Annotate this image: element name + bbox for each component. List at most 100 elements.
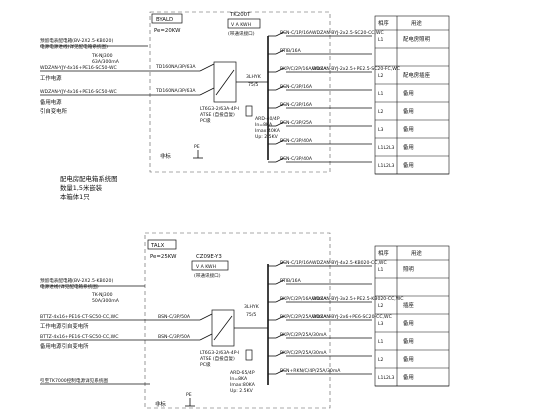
bottom-circuit-breaker-symbol [275,279,285,285]
top-pe-label: PE [194,144,200,150]
top-circuit-breaker: BSN-C/3P/25A [280,120,313,126]
bottom-table-phase: L2 [378,303,384,309]
bottom-circuit-breaker: BSN-C/1P/16A [280,260,313,266]
top-meter-note: (带通讯接口) [228,30,255,37]
top-ats-2: ATSE (自投自复) [200,111,235,118]
top-meter-box-label: TK-NJ300 [91,53,113,59]
bottom-meter-box-label: TK-NJ300 [91,292,113,298]
bottom-panel-boundary [144,232,331,409]
top-feeder-1-label: 工作电源 [40,74,62,82]
top-table-use: 备用 [403,143,414,151]
bottom-circuit-breaker-symbol [275,261,285,267]
top-circuit-breaker-symbol [275,31,285,37]
top-atse-symbol [215,69,235,96]
top-ats-3: PC级 [200,117,211,124]
top-table-phase: L1L2L3 [378,145,395,151]
top-table-use: 备用 [403,107,414,115]
bottom-ats-2: ATSE (自投自复) [200,355,235,362]
bottom-switch-2-blade [199,333,213,341]
bottom-spd-4: Up: 2.5KV [230,388,254,394]
top-table-use: 备用 [403,125,414,133]
top-table-phase: L2 [378,73,384,79]
top-meter-code: TK200T [229,12,251,18]
bottom-circuit-breaker-symbol [275,351,285,357]
top-spd-3: Imax:40KA [255,128,281,134]
top-table-use: 配电房照明 [403,35,430,43]
bottom-circuit-breaker: RKP/C/2P/25A/30mA [280,350,327,356]
top-circuit-breaker-symbol [275,139,285,145]
top-circuit-cable: WDZAN-BYJ-2x2.5+PE2.5-SC20-FC,WC [312,66,400,72]
bottom-panel-id-box [147,239,177,250]
top-ground-label: 非标 [160,152,171,160]
top-meter-unit: V A KWH [231,22,251,28]
top-circuit-breaker-symbol [275,121,285,127]
bottom-circuit-breaker-symbol [275,333,285,339]
bottom-meter-rating: 50A/300mA [92,298,120,304]
top-switch-2-blade [199,87,215,96]
top-panel-id: BYALD [156,17,173,23]
top-panel-boundary [149,11,331,173]
bottom-table-phase: L1 [378,339,384,345]
top-incoming-note-2: 电源电源进线(详见配电箱系统图) [40,43,108,50]
top-bus-label: 3LHYK [246,74,262,80]
bottom-diagram: TALX Pe=25KW CZ09E-Y3 V A KWH (带通讯接口) 预留… [40,232,450,409]
bottom-feeder-1-cable: BTTZ-4x16+PE16-CT-SC50-CC,WC [40,314,118,320]
bottom-circuit-breaker: RKP/C/2P/25A/30mA [280,332,327,338]
bottom-switch-1: BSN-C/3P/50A [158,314,191,320]
bottom-meter-unit: V A KWH [196,264,216,270]
bottom-panel-id: TALX [150,243,165,249]
bottom-bus-label-2: 75/5 [246,312,256,318]
top-feeder-2-label: 备用电源 [40,98,62,106]
bottom-table-phase: L3 [378,321,384,327]
bottom-meter-code: CZ09E-Y3 [196,254,222,260]
bottom-table-head-use: 用途 [411,249,422,257]
bottom-ground-label: 非标 [155,400,166,408]
top-circuit-breaker: BSN-C/3P/40A [280,156,313,162]
top-table-head-use: 用途 [411,19,422,27]
top-note-3: 本箱体1只 [60,192,90,201]
bottom-switch-1-blade [199,313,213,321]
bottom-atse-symbol [213,315,233,341]
bottom-switch-2: BSN-C/3P/50A [158,334,191,340]
bottom-table-use: 备用 [403,355,414,363]
top-circuit-breaker-symbol [275,67,285,73]
top-table-phase: L1L2L3 [378,163,395,169]
top-table-phase: L3 [378,127,384,133]
bottom-circuit-breaker: BSN+RKN/C/4P/25A/30mA [280,368,341,374]
bottom-incoming-note-2: 电源进线(详见配电箱系统图) [40,283,99,290]
bottom-panel-power: Pe=25KW [150,254,177,260]
bottom-meter-box [191,260,229,271]
top-meter-rating: 63A/300mA [92,59,120,65]
bottom-incoming-note-1: 预留电表配电箱(BV-2X2.5-KB020) [40,277,113,284]
top-table-use: 配电房插座 [403,71,431,79]
top-meter-box [227,18,261,29]
bottom-feeder-2-label: 备用电源引自变电所 [40,342,89,350]
top-table-head-phase: 相序 [378,19,389,27]
top-circuit-breaker-symbol [275,85,285,91]
bottom-meter-note: (带通讯接口) [194,272,221,279]
top-spd-box [245,105,253,117]
top-switch-2: TD160NA/3P/63A [155,88,196,94]
top-diagram: BYALD Pe=20KW TK200T V A KWH (带通讯接口) 预留电… [40,11,450,201]
top-spd-4: Up: 2.5KV [255,134,279,140]
bottom-circuit-breaker: RKP/C/2P/16A/30mA [280,296,327,302]
top-circuit-breaker: RKP/C/2P/16A/30mA [280,66,327,72]
bottom-table-use: 备用 [403,373,414,381]
top-circuit-breaker: BSN-C/3P/40A [280,138,313,144]
top-table-use: 备用 [403,89,414,97]
top-circuit-breaker: RTIB/16A [280,48,302,54]
top-panel-power: Pe=20KW [154,28,181,34]
bottom-circuit-breaker: RKP/C/2P/25A/30mA [280,314,327,320]
top-table-use: 备用 [403,161,414,169]
top-note-1: 配电房配电箱系统图 [60,174,118,183]
top-feeder-2-sub: 引自变电所 [40,107,68,115]
bottom-table-phase: L2 [378,357,384,363]
top-ats-1: LT6G3-2/63A-4P-I [200,106,239,112]
bottom-table-use: 照明 [403,266,414,273]
top-circuit-breaker-symbol [275,157,285,163]
bottom-circuit-breaker-symbol [275,369,285,375]
